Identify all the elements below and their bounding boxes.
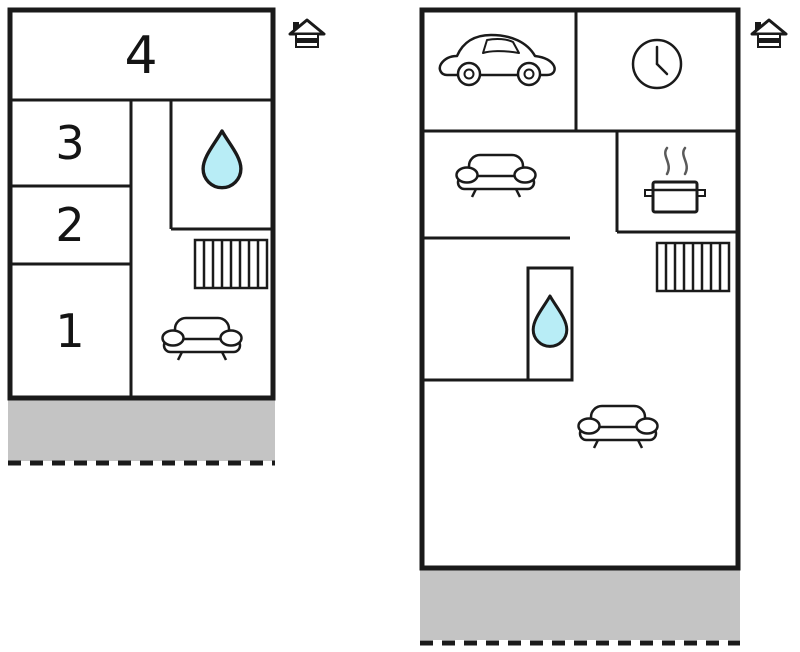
house-orientation-icon [288, 18, 326, 49]
floor-plan-left: 4 3 2 1 [7, 7, 326, 466]
stairs-icon [655, 241, 731, 293]
room-label-2: 2 [55, 198, 84, 252]
house-orientation-icon [750, 18, 788, 49]
room-label-1: 1 [55, 304, 84, 358]
floor-plan-right [419, 7, 788, 646]
terrace-area [420, 569, 740, 640]
clock-icon [631, 38, 683, 90]
interior-walls [422, 10, 738, 382]
stairs-icon [193, 238, 269, 290]
room-label-3: 3 [55, 116, 84, 170]
room-label-4: 4 [124, 26, 157, 86]
interior-walls [10, 98, 273, 398]
terrace-area [8, 399, 275, 461]
